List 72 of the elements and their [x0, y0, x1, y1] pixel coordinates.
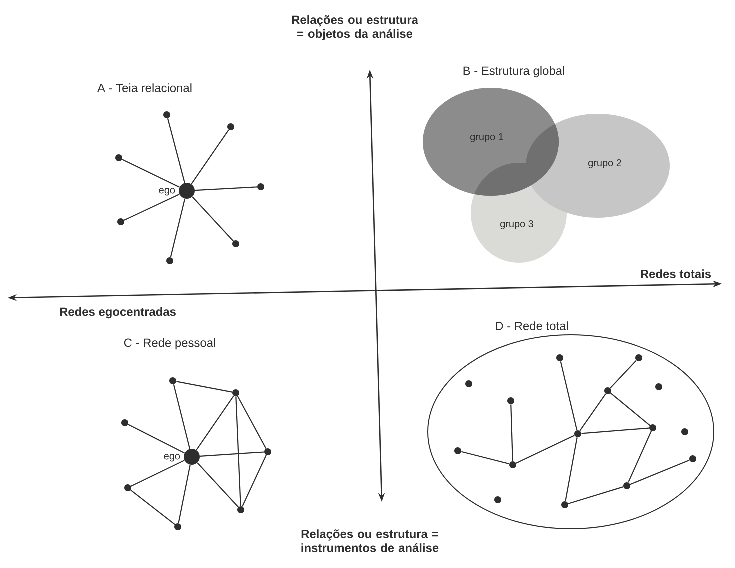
- network-dot: [166, 258, 174, 264]
- network-dot: [124, 484, 132, 492]
- network-dot: [574, 430, 582, 438]
- network-dot: [624, 482, 630, 490]
- network-link: [242, 455, 267, 507]
- network-link: [565, 438, 578, 502]
- network-link: [131, 460, 185, 487]
- network-link: [610, 360, 637, 389]
- node-label: D - Rede total: [496, 322, 568, 330]
- network-link: [580, 394, 606, 432]
- network-dot: [454, 448, 462, 454]
- network-dot: [604, 388, 612, 394]
- network-link: [176, 381, 232, 393]
- ego-dot: [179, 183, 195, 199]
- network-dot: [164, 112, 170, 118]
- network-dot: [656, 384, 662, 390]
- network-link: [610, 392, 650, 426]
- network-link: [192, 196, 234, 242]
- network-link: [461, 451, 510, 465]
- panel-title: C - Rede pessoal: [124, 338, 216, 350]
- network-dot: [690, 456, 696, 462]
- node-label: grupo 1: [470, 134, 504, 142]
- panel-title: A - Teia relacional: [98, 84, 192, 92]
- axis-label: Redes egocentradas: [60, 307, 176, 319]
- network-link: [628, 431, 652, 483]
- network-link: [124, 194, 180, 221]
- network-dot: [494, 496, 502, 504]
- network-dot: [232, 240, 240, 248]
- network-link: [568, 486, 624, 504]
- network-dot: [556, 354, 564, 362]
- network-link: [560, 361, 578, 431]
- network-link: [236, 396, 242, 506]
- network-dot: [466, 380, 472, 388]
- network-link: [510, 404, 514, 462]
- network-link: [170, 198, 186, 258]
- network-link: [191, 130, 230, 185]
- network-dot: [510, 462, 516, 468]
- network-dot: [650, 424, 656, 432]
- network-link: [178, 464, 191, 524]
- network-dot: [170, 378, 176, 384]
- network-link: [237, 396, 267, 449]
- network-dot: [118, 218, 124, 226]
- network-link: [128, 424, 185, 454]
- axis-label: Redes totais: [641, 270, 712, 278]
- network-link: [516, 435, 575, 464]
- network-dot: [562, 502, 568, 508]
- axis-label: Relações ou estrutura = objetos da análise: [292, 15, 418, 41]
- network-link: [130, 490, 176, 526]
- axis-label: Relações ou estrutura = instrumentos de análise: [302, 530, 439, 552]
- network-dot: [508, 398, 514, 404]
- network-dot: [116, 154, 122, 162]
- ego-label: ego: [164, 454, 180, 462]
- network-link: [196, 396, 234, 451]
- network-link: [582, 428, 650, 434]
- network-link: [630, 460, 690, 486]
- network-dot: [122, 420, 128, 426]
- network-dot: [682, 428, 688, 436]
- network-link: [195, 186, 258, 192]
- network-dot: [238, 506, 244, 514]
- network-link: [173, 384, 191, 450]
- network-dot: [264, 448, 272, 456]
- network-link: [197, 462, 239, 508]
- network-dot: [232, 390, 240, 396]
- network-dot: [636, 354, 642, 362]
- ego-label: ego: [159, 188, 176, 196]
- network-link: [167, 118, 186, 184]
- network-dot: [258, 184, 264, 190]
- network-link: [122, 159, 180, 188]
- network-dot: [228, 124, 234, 130]
- network-dot: [174, 524, 182, 530]
- network-link: [200, 452, 264, 457]
- ego-dot: [184, 449, 200, 465]
